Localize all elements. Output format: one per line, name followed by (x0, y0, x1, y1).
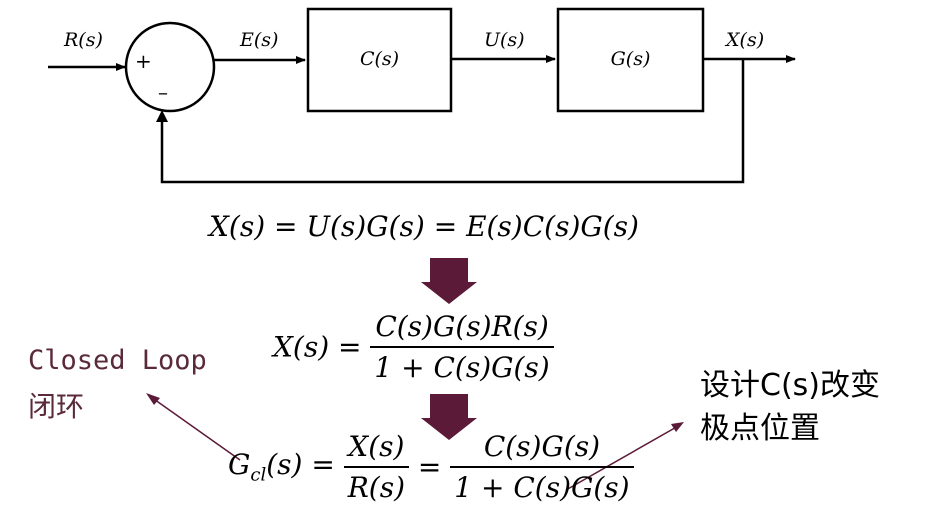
eq3-frac2-denominator: 1 + C(s)G(s) (450, 466, 634, 504)
control-signal-label: U(s) (484, 29, 525, 51)
sum-minus-sign: – (158, 80, 168, 104)
eq2-denominator: 1 + C(s)G(s) (370, 346, 554, 384)
closed-loop-pointer (150, 396, 241, 461)
derivation-arrow-1 (421, 258, 477, 304)
closed-loop-label-cn: 闭环 (28, 390, 85, 423)
eq3-frac1-numerator: X(s) (348, 430, 405, 463)
error-signal-label: E(s) (240, 29, 279, 51)
eq2-lhs: X(s) = (273, 330, 362, 364)
eq3-frac1-denominator: R(s) (343, 466, 410, 504)
sum-plus-sign: + (135, 49, 152, 73)
input-signal-label: R(s) (64, 29, 103, 51)
design-pointer (565, 424, 681, 491)
feedback-arrowhead (156, 110, 168, 122)
closed-loop-pointer-head (146, 393, 160, 405)
closed-loop-label-en: Closed Loop (28, 345, 207, 376)
design-pointer-head (671, 422, 684, 432)
eq2-numerator: C(s)G(s)R(s) (375, 310, 549, 343)
eq3-frac2-numerator: C(s)G(s) (483, 430, 601, 463)
eq3-fraction-1: X(s) R(s) (343, 430, 410, 504)
eq3-lhs: Gcl(s) = (228, 448, 335, 486)
eq3-fraction-2: C(s)G(s) 1 + C(s)G(s) (450, 430, 634, 504)
feedback-path (160, 59, 745, 184)
controller-block-box (306, 7, 453, 113)
summing-junction (124, 21, 216, 113)
design-note-line-2: 极点位置 (700, 411, 820, 446)
equation-closed-loop-transfer: Gcl(s) = X(s) R(s) = C(s)G(s) 1 + C(s)G(… (228, 430, 634, 504)
output-signal-label: X(s) (726, 29, 765, 51)
derivation-arrow-2 (421, 394, 477, 440)
plant-block-label: G(s) (610, 48, 651, 70)
design-note-line-1: 设计C(s)改变 (700, 368, 880, 403)
equation-output: X(s) = U(s)G(s) = E(s)C(s)G(s) (209, 210, 639, 243)
controller-block-label: C(s) (359, 48, 400, 70)
eq3-equals: = (417, 450, 442, 484)
eq2-fraction: C(s)G(s)R(s) 1 + C(s)G(s) (370, 310, 554, 384)
equation-closed-loop-output: X(s) = C(s)G(s)R(s) 1 + C(s)G(s) (273, 310, 554, 384)
